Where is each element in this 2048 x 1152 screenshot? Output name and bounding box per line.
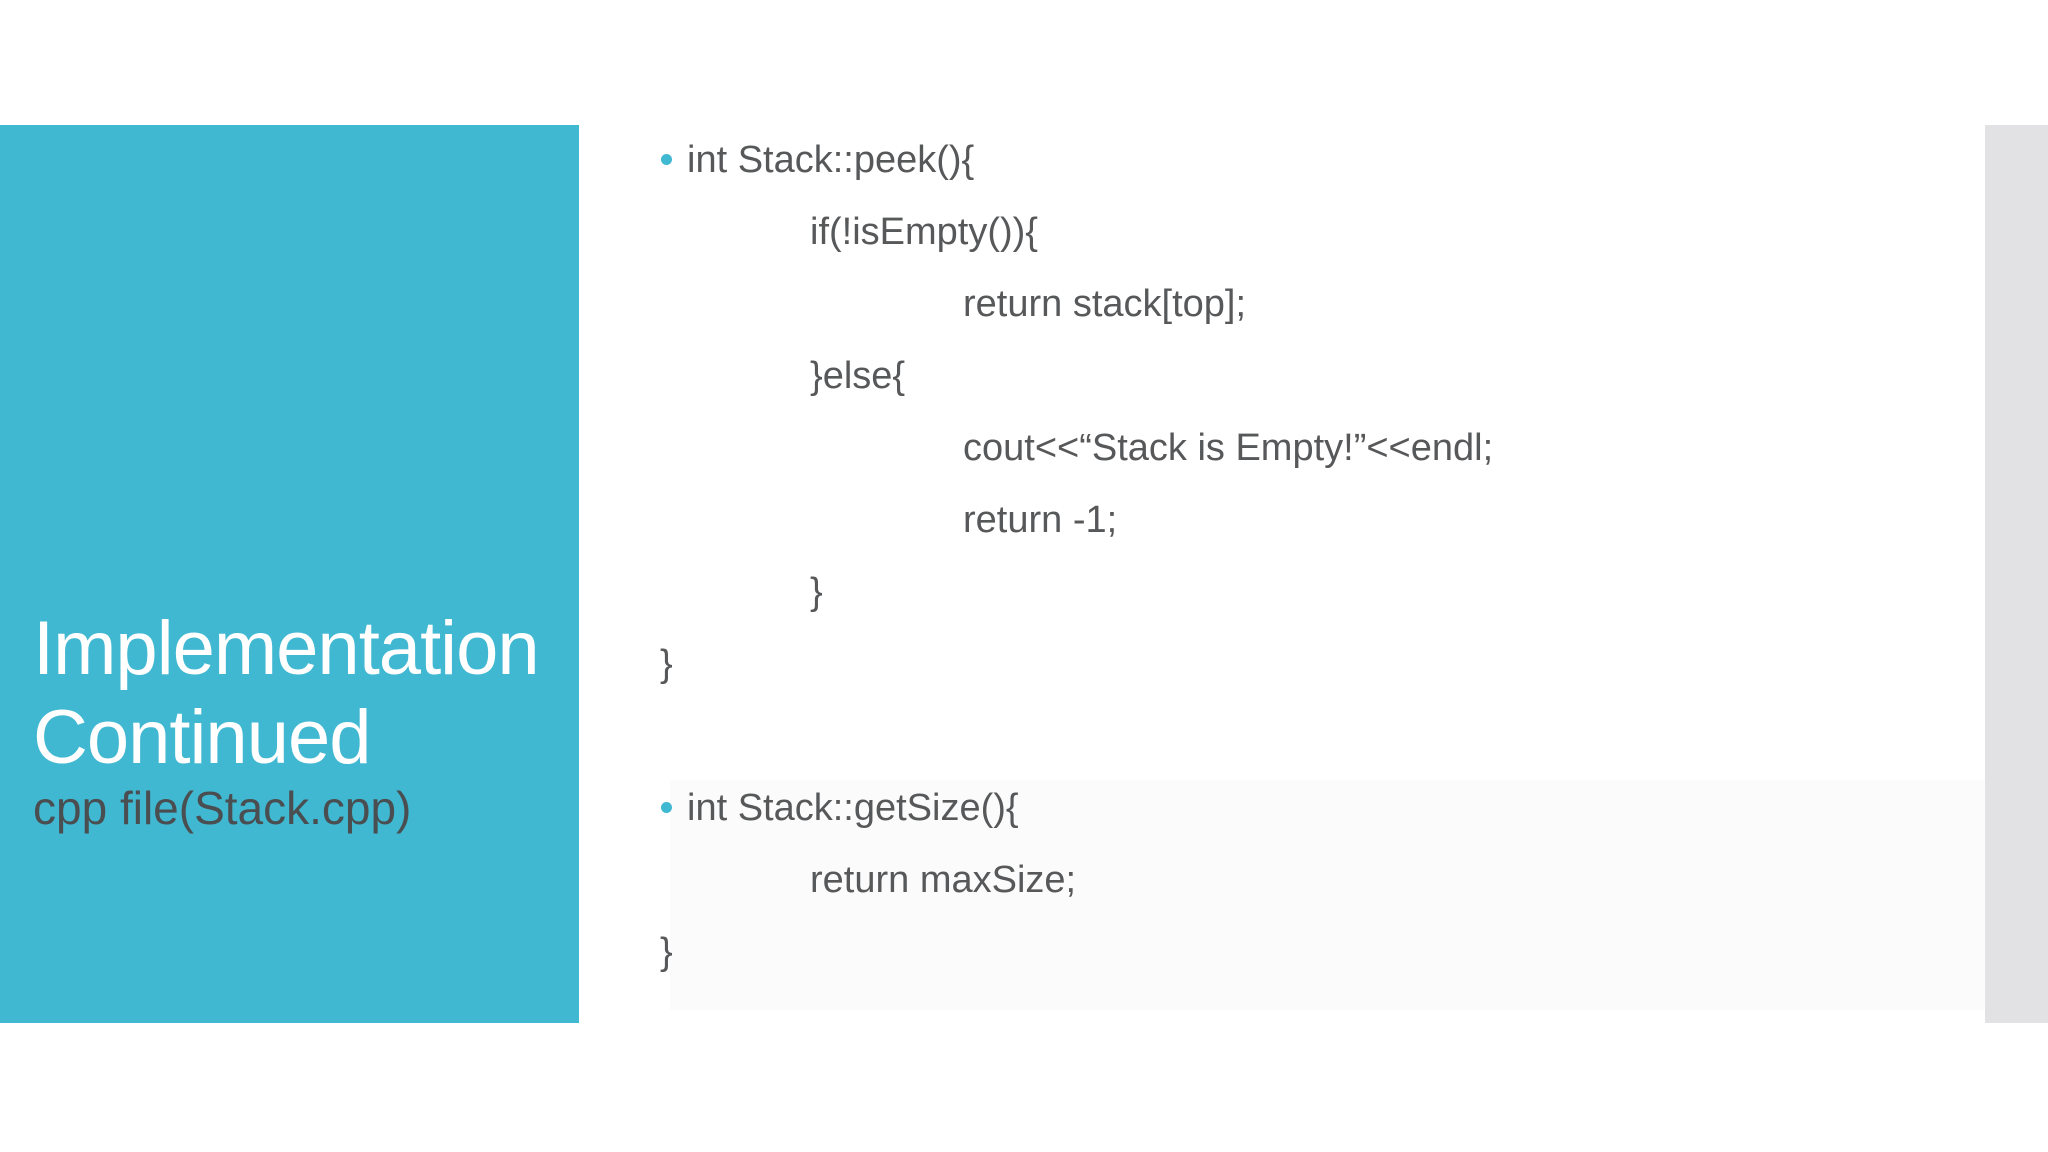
- bullet-icon: [661, 154, 672, 165]
- code-line: int Stack::peek(){: [0, 124, 1985, 196]
- code-line: }: [0, 628, 1985, 700]
- code-line: return -1;: [0, 484, 1985, 556]
- code-block-background: [670, 780, 1985, 1010]
- code-line: return maxSize;: [0, 844, 1985, 916]
- code-block: int Stack::peek(){if(!isEmpty()){return …: [0, 124, 1985, 700]
- code-text: return stack[top];: [963, 282, 1247, 325]
- code-line: }: [0, 556, 1985, 628]
- code-text: }: [810, 570, 823, 613]
- code-line: }else{: [0, 340, 1985, 412]
- code-text: return maxSize;: [810, 858, 1077, 901]
- code-text: int Stack::getSize(){: [687, 786, 1019, 829]
- code-line: if(!isEmpty()){: [0, 196, 1985, 268]
- code-text: return -1;: [963, 498, 1118, 541]
- title-panel: Implementation Continued cpp file(Stack.…: [0, 125, 579, 1023]
- code-line: return stack[top];: [0, 268, 1985, 340]
- right-edge-bar: [1985, 125, 2048, 1023]
- code-line: }: [0, 916, 1985, 988]
- code-area: int Stack::peek(){if(!isEmpty()){return …: [0, 124, 1985, 988]
- code-text: if(!isEmpty()){: [810, 210, 1038, 253]
- code-block: int Stack::getSize(){return maxSize;}: [0, 772, 1985, 988]
- slide-title: Implementation: [33, 606, 540, 691]
- bullet-icon: [661, 802, 672, 813]
- code-text: int Stack::peek(){: [687, 138, 975, 181]
- code-line: cout<<“Stack is Empty!”<<endl;: [0, 412, 1985, 484]
- code-line: int Stack::getSize(){: [0, 772, 1985, 844]
- slide-title-continued: Continued: [33, 695, 371, 780]
- code-text: }else{: [810, 354, 906, 397]
- code-text: }: [660, 642, 673, 685]
- code-text: }: [660, 930, 673, 973]
- code-text: cout<<“Stack is Empty!”<<endl;: [963, 426, 1494, 469]
- slide-subtitle-filename: cpp file(Stack.cpp): [33, 782, 412, 834]
